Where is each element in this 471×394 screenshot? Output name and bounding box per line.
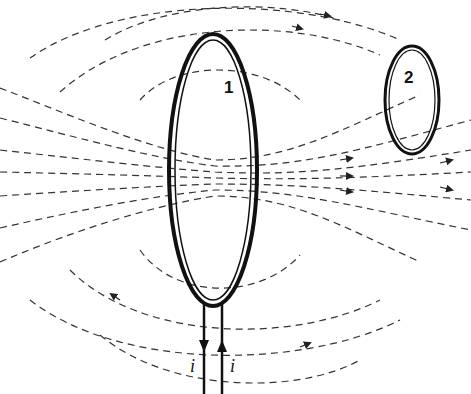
coil-2 (385, 46, 439, 154)
coil-number: 1 (222, 78, 235, 97)
field-arrows (111, 14, 452, 347)
current-label: i (188, 356, 197, 376)
current-label: i (228, 356, 237, 376)
coil-number: 2 (402, 68, 415, 87)
current-arrows (199, 340, 227, 352)
field-lines (0, 7, 471, 383)
coil-1 (169, 34, 257, 306)
